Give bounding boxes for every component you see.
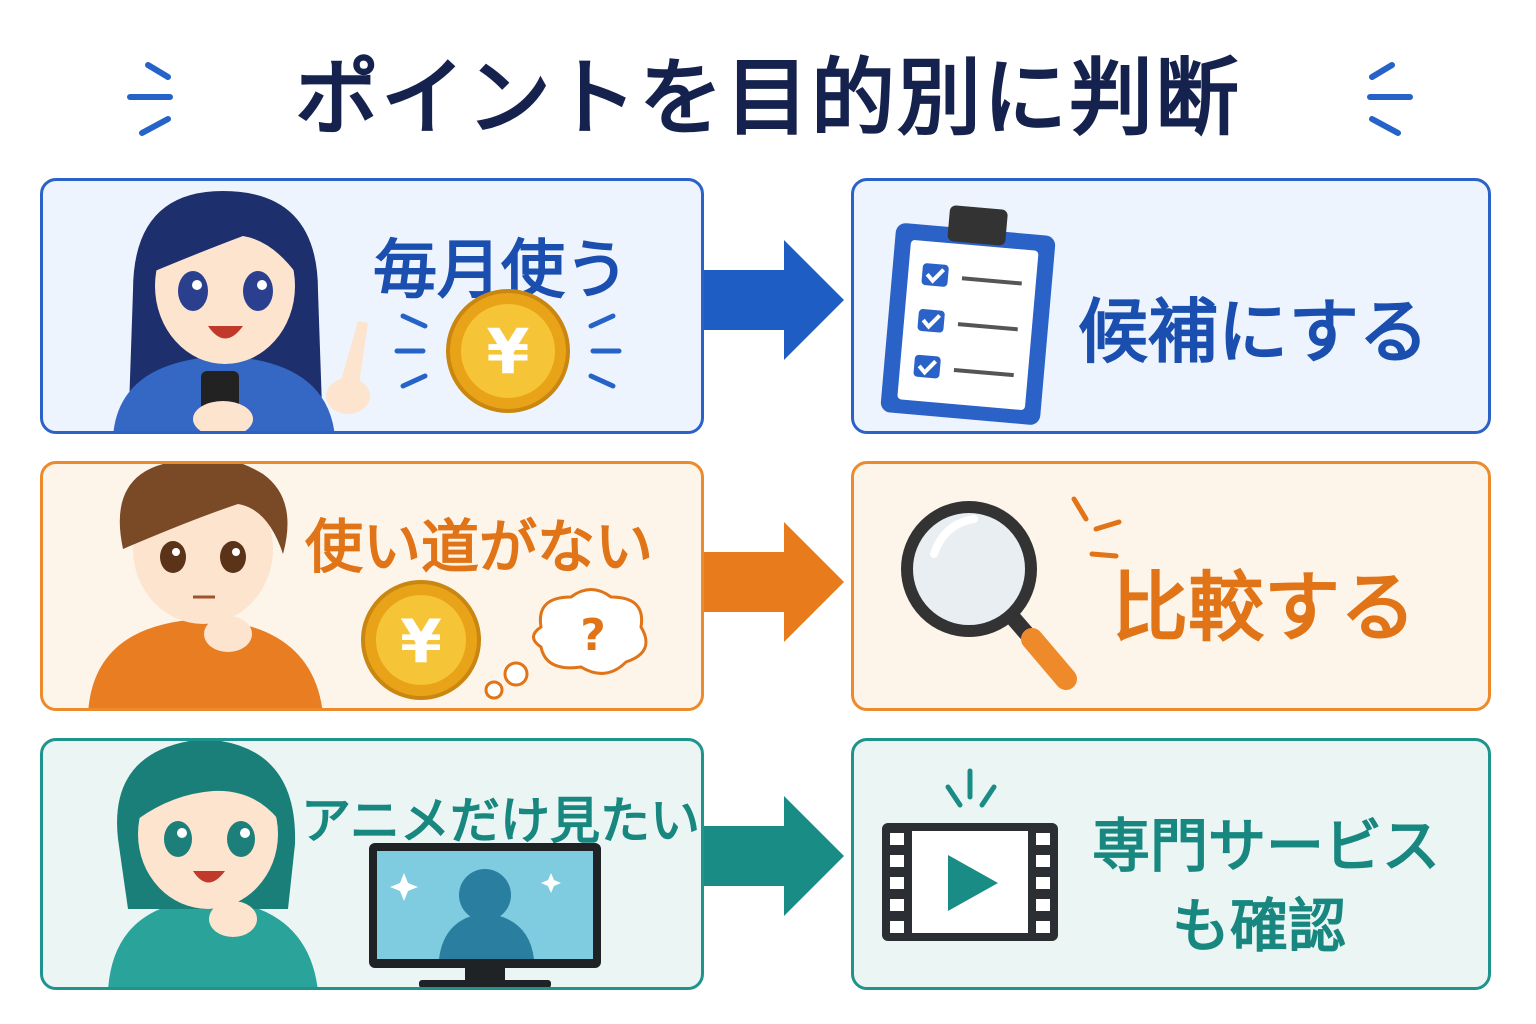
- condition-label-no-use: 使い道がない: [305, 513, 654, 581]
- condition-panel-anime-only: アニメだけ見たい: [40, 738, 704, 990]
- svg-text:¥: ¥: [400, 607, 442, 677]
- action-panel-compare: 比較する: [851, 461, 1491, 711]
- condition-panel-monthly-use: 毎月使う ¥: [40, 178, 704, 434]
- title-emphasis-right-icon: [1367, 62, 1413, 136]
- page-title: ポイントを目的別に判断: [294, 49, 1241, 147]
- action-label-candidate: 候補にする: [1078, 291, 1429, 373]
- condition-label-anime-only: アニメだけ見たい: [301, 792, 700, 850]
- svg-text:¥: ¥: [486, 315, 529, 388]
- yen-coin-question-icon: ¥ ?: [361, 580, 648, 700]
- condition-panel-no-use: 使い道がない ¥ ?: [40, 461, 704, 711]
- action-panel-specialty-service: 専門サービス も確認: [851, 738, 1491, 990]
- girl-teal-hair-icon: [108, 741, 318, 987]
- arrow-right-orange-icon: [704, 522, 844, 642]
- action-label-specialty-service-line2: も確認: [1172, 892, 1347, 960]
- magnifying-glass-icon: [901, 496, 1122, 690]
- svg-text:?: ?: [580, 610, 606, 661]
- action-label-specialty-service-line1: 専門サービス: [1092, 812, 1441, 880]
- tv-screen-icon: [369, 843, 601, 987]
- yen-coin-icon: ¥: [394, 289, 622, 413]
- action-panel-candidate: 候補にする: [851, 178, 1491, 434]
- arrow-right-teal-icon: [704, 796, 844, 916]
- girl-with-phone-icon: [113, 191, 370, 431]
- action-label-compare: 比較する: [1112, 563, 1416, 652]
- video-play-icon: [882, 768, 1058, 941]
- arrow-right-blue-icon: [704, 240, 844, 360]
- thinking-boy-icon: [88, 464, 323, 708]
- title-emphasis-left-icon: [127, 62, 173, 136]
- checklist-clipboard-icon: [880, 205, 1056, 425]
